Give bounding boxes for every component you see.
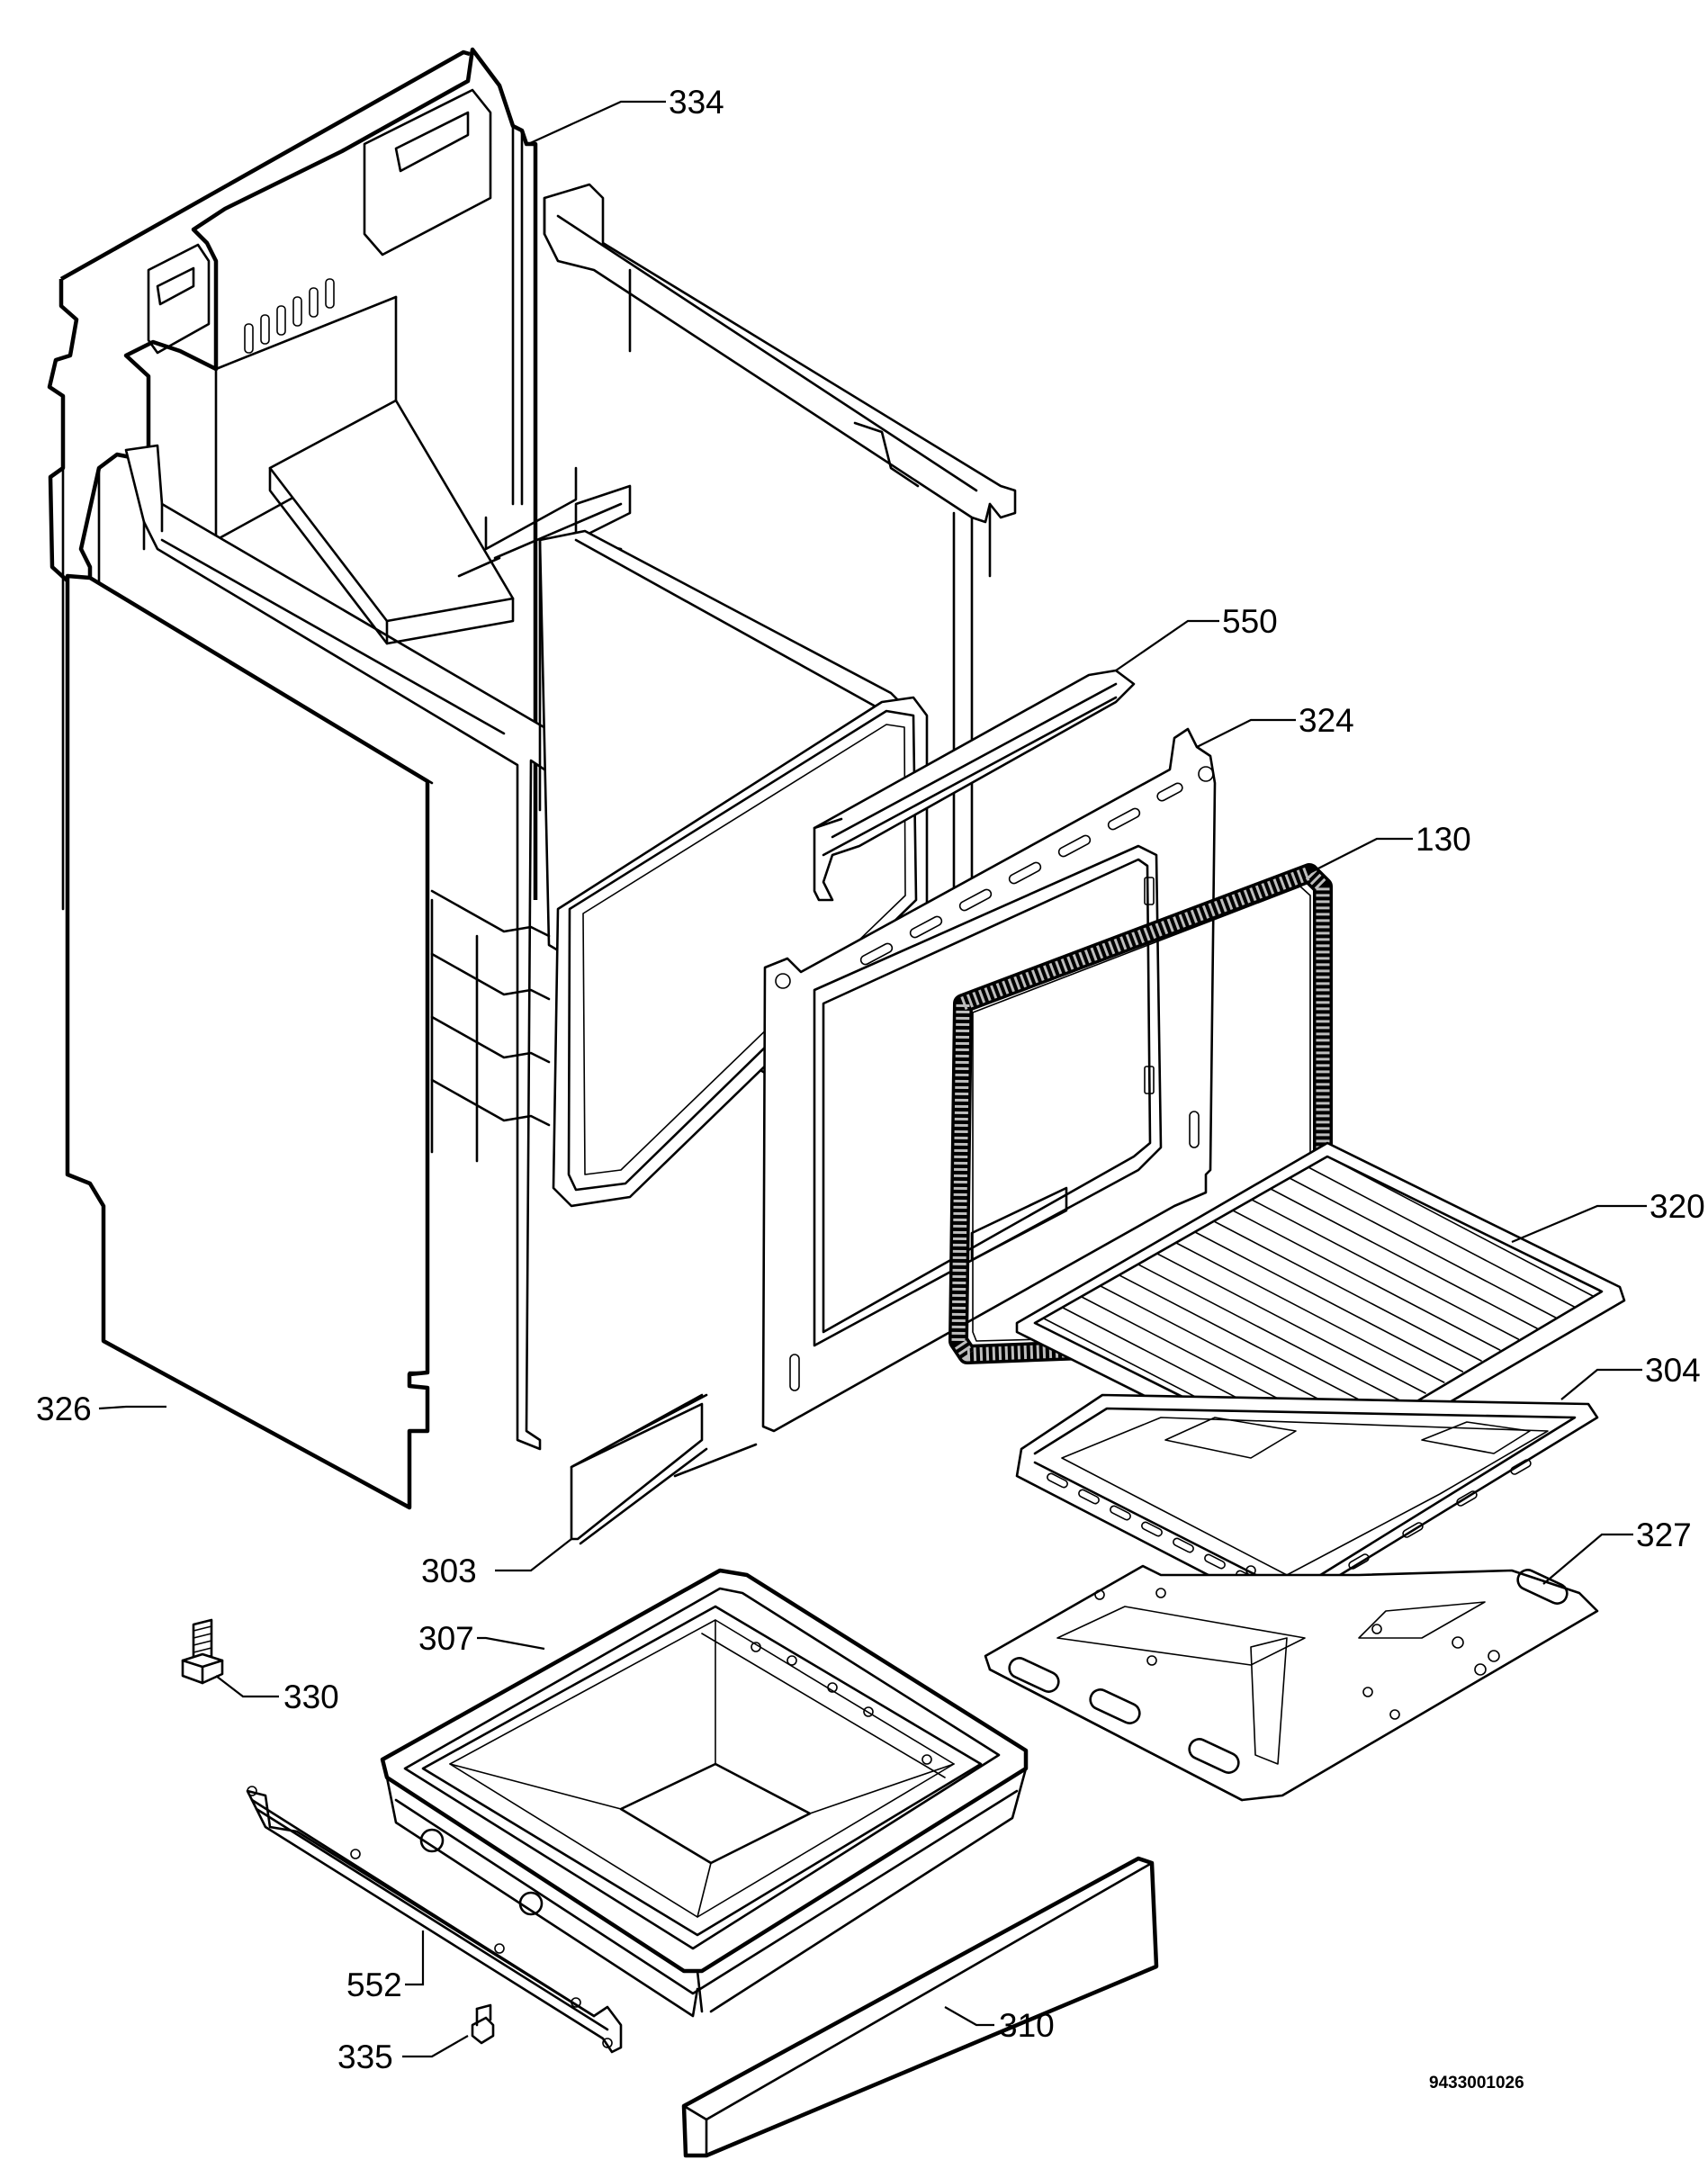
tray-rim-slot xyxy=(1047,1472,1068,1489)
label-130: 130 xyxy=(1416,821,1471,858)
tray-rim-slot xyxy=(1110,1505,1131,1521)
top-frame-rails xyxy=(543,183,1017,983)
shelf-wire xyxy=(1251,1199,1520,1340)
part-330-screw xyxy=(181,1618,224,1685)
shelf-wire xyxy=(1213,1220,1482,1362)
label-552: 552 xyxy=(346,1966,402,2003)
part-307-drawer-tray xyxy=(380,1568,1029,2018)
tray-rim-slot xyxy=(1204,1553,1226,1570)
label-304: 304 xyxy=(1645,1352,1701,1389)
shelf-wire xyxy=(1232,1210,1501,1351)
label-335: 335 xyxy=(337,2038,393,2075)
shelf-wire xyxy=(1308,1166,1576,1308)
part-550-top-trim xyxy=(813,669,1136,902)
tray-rim-slot xyxy=(1141,1521,1163,1537)
label-550: 550 xyxy=(1222,603,1278,640)
shelf-wire xyxy=(1175,1242,1445,1383)
part-552-drawer-runner xyxy=(246,1786,623,2054)
tray-rim-slot xyxy=(1510,1459,1532,1475)
part-number-labels: 334 550 324 130 320 304 327 326 303 307 … xyxy=(36,84,1705,2092)
shelf-wire xyxy=(1326,1156,1594,1297)
part-324-front-frame xyxy=(761,727,1217,1433)
label-320: 320 xyxy=(1650,1188,1705,1225)
part-326-side-panel xyxy=(65,573,434,1510)
shelf-wire xyxy=(1289,1177,1557,1318)
label-310: 310 xyxy=(999,2007,1055,2044)
part-310-drawer-front xyxy=(681,1856,1159,2158)
label-330: 330 xyxy=(283,1678,339,1715)
leader-lines xyxy=(98,100,1647,2058)
tray-rim-slot xyxy=(1402,1522,1424,1538)
label-307: 307 xyxy=(418,1620,474,1657)
document-code: 9433001026 xyxy=(1429,2074,1524,2092)
part-335-small-screw xyxy=(471,2003,495,2045)
shelf-wire xyxy=(1194,1231,1464,1372)
label-327: 327 xyxy=(1636,1516,1692,1553)
tray-rim-slot xyxy=(1078,1489,1100,1505)
shelf-wire xyxy=(1156,1253,1426,1394)
shelf-wire xyxy=(1270,1188,1538,1329)
label-324: 324 xyxy=(1299,702,1354,739)
part-327-bottom-plate xyxy=(984,1564,1599,1802)
tray-rim-slot xyxy=(1348,1553,1370,1570)
tray-rim-slot xyxy=(1456,1490,1478,1507)
label-326: 326 xyxy=(36,1390,92,1427)
label-303: 303 xyxy=(421,1552,477,1589)
shelf-wire xyxy=(1119,1274,1389,1416)
label-334: 334 xyxy=(669,84,724,121)
tray-rim-slot xyxy=(1173,1537,1194,1553)
part-303-insulation-block xyxy=(570,1393,758,1545)
shelf-wire xyxy=(1137,1264,1408,1405)
